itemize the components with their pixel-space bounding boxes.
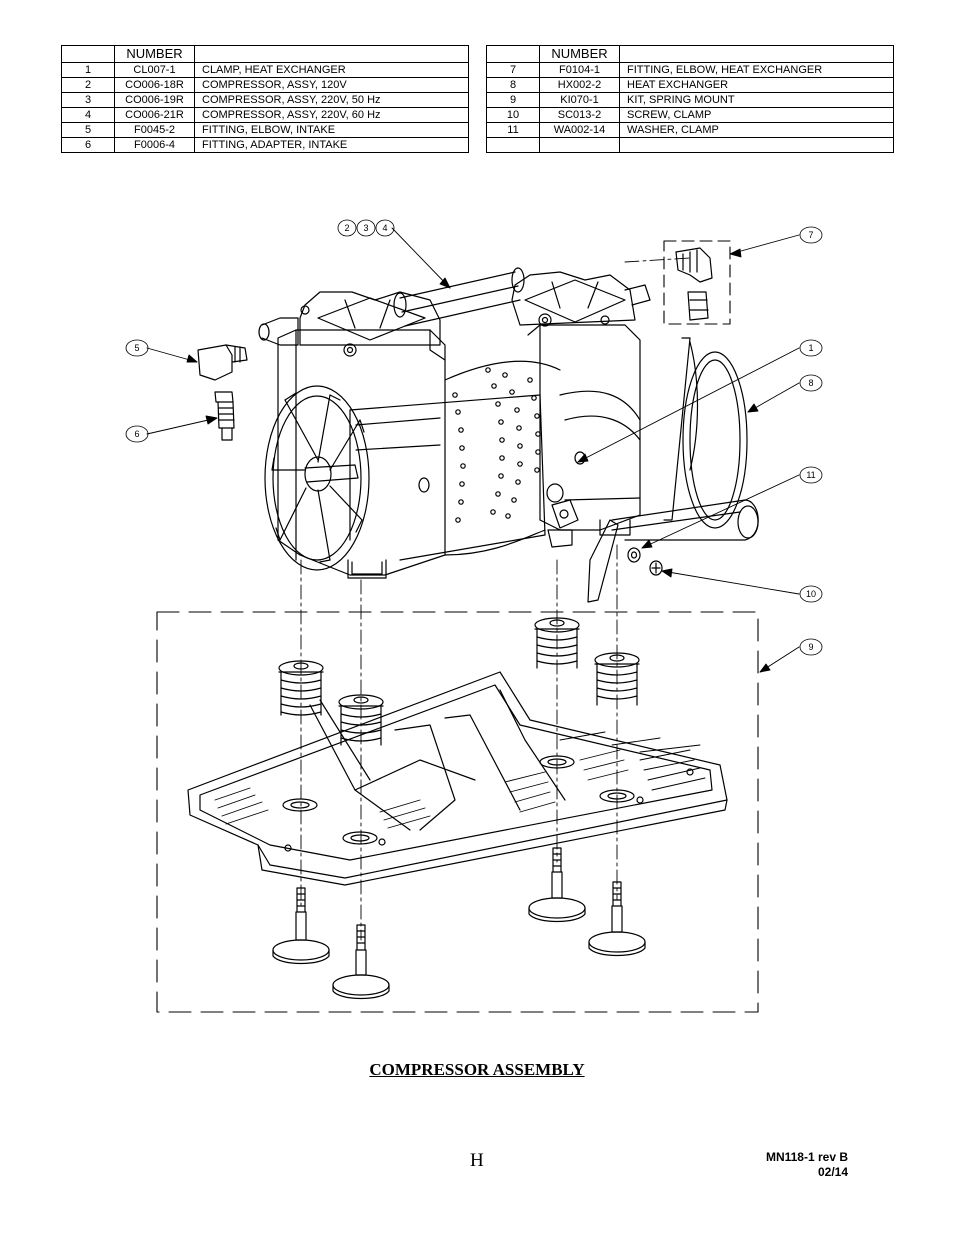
description-cell: SCREW, CLAMP bbox=[619, 107, 894, 123]
callout-label-4: 4 bbox=[382, 223, 387, 233]
spring-left-rear bbox=[278, 660, 324, 716]
spring-right-front bbox=[594, 652, 640, 706]
foot-right-front bbox=[588, 881, 646, 957]
mount-springs bbox=[278, 617, 640, 746]
callout-circles: 2 3 4 7 5 1 8 6 11 10 9 bbox=[125, 219, 823, 656]
callout-label-1: 1 bbox=[808, 343, 813, 353]
intake-adapter-fitting bbox=[214, 391, 235, 441]
callout-label-7: 7 bbox=[808, 230, 813, 240]
callout-bubble-2 bbox=[337, 219, 357, 237]
description-cell: CLAMP, HEAT EXCHANGER bbox=[194, 62, 469, 78]
compressor-assembly bbox=[258, 267, 651, 579]
callout-label-8: 8 bbox=[808, 378, 813, 388]
document-date: 02/14 bbox=[817, 1165, 848, 1179]
callout-bubble-11 bbox=[799, 466, 823, 484]
heat-exchanger-elbow-fitting bbox=[675, 247, 713, 321]
number-cell: F0006-4 bbox=[114, 137, 195, 153]
document-id: MN118-1 rev B 02/14 bbox=[766, 1150, 848, 1180]
callout-bubble-10 bbox=[799, 585, 823, 603]
callout-bubble-9 bbox=[799, 638, 823, 656]
callout-leaders bbox=[146, 227, 800, 673]
base-vent-slots bbox=[214, 731, 706, 829]
callout-bubble-1 bbox=[799, 339, 823, 357]
mount-feet bbox=[272, 847, 646, 1000]
callout-label-5: 5 bbox=[134, 343, 139, 353]
callout-label-6: 6 bbox=[134, 429, 139, 439]
description-cell bbox=[619, 137, 894, 153]
callout-label-3: 3 bbox=[363, 223, 368, 233]
motor-vent-holes bbox=[452, 367, 541, 523]
number-cell: HX002-2 bbox=[539, 77, 620, 93]
foot-left-rear bbox=[272, 887, 330, 965]
foot-right-rear bbox=[528, 847, 586, 923]
callout-label-10: 10 bbox=[806, 589, 816, 599]
foot-left-front bbox=[332, 924, 390, 1000]
callout-bubble-5 bbox=[125, 339, 149, 357]
clamp-screw bbox=[649, 560, 663, 576]
elbow-fitting-frame bbox=[663, 240, 731, 325]
header-number: NUMBER bbox=[114, 45, 195, 63]
spring-right-rear bbox=[534, 617, 580, 669]
heat-exchanger-coil bbox=[611, 337, 759, 541]
spring-mount-kit-frame bbox=[156, 611, 759, 1013]
clamp-washer bbox=[627, 547, 641, 563]
callout-bubble-3 bbox=[356, 219, 376, 237]
number-cell: CO006-21R bbox=[114, 107, 195, 123]
page-title: COMPRESSOR ASSEMBLY bbox=[369, 1060, 585, 1079]
callout-bubble-4 bbox=[375, 219, 395, 237]
description-cell: FITTING, ADAPTER, INTAKE bbox=[194, 137, 469, 153]
description-cell: COMPRESSOR, ASSY, 220V, 60 Hz bbox=[194, 107, 469, 123]
document-number: MN118-1 rev B bbox=[765, 1150, 848, 1164]
number-cell: CO006-19R bbox=[114, 92, 195, 108]
callout-bubble-8 bbox=[799, 374, 823, 392]
page-letter: H bbox=[470, 1150, 484, 1171]
callout-label-11: 11 bbox=[806, 470, 815, 480]
callout-label-2: 2 bbox=[344, 223, 349, 233]
callout-label-9: 9 bbox=[808, 642, 813, 652]
intake-elbow-fitting bbox=[197, 344, 248, 381]
heat-exchanger-clamp bbox=[547, 499, 619, 603]
table-row bbox=[486, 137, 894, 153]
callout-bubble-6 bbox=[125, 425, 149, 443]
spring-mount-base bbox=[187, 671, 728, 886]
alignment-lines bbox=[300, 257, 691, 941]
callout-bubble-7 bbox=[799, 226, 823, 244]
number-cell: CO006-18R bbox=[114, 77, 195, 93]
